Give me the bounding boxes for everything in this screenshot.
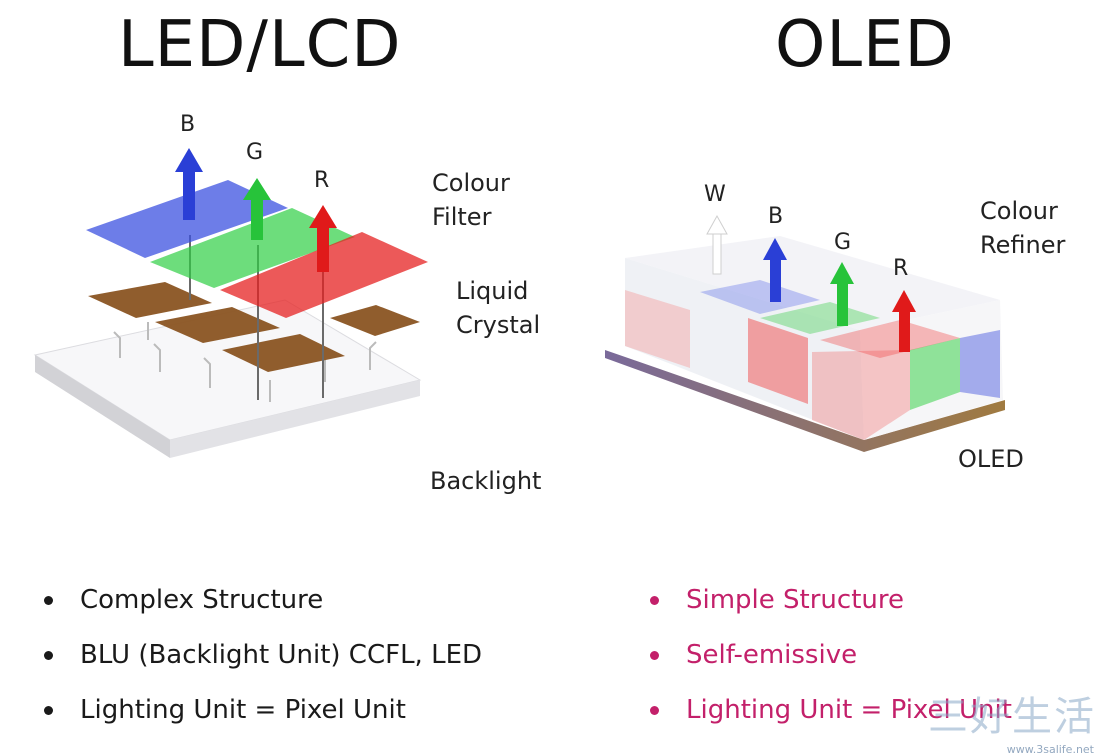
lcd-stack	[33, 148, 428, 458]
oled-subpixel-red-1	[625, 290, 690, 368]
filter-red	[220, 232, 428, 318]
lcd-arrow-g	[243, 178, 271, 240]
liquid-crystal-bars	[88, 282, 420, 372]
oled-bullet-item: Lighting Unit = Pixel Unit	[650, 692, 1012, 747]
oled-bullet-list: Simple Structure Self-emissive Lighting …	[650, 582, 1012, 747]
watermark-logo: 三好生活	[928, 694, 1096, 740]
colour-filter-label: Colour Filter	[432, 166, 510, 234]
oled-bullet-item: Self-emissive	[650, 637, 1012, 692]
oled-arrow-g	[830, 262, 854, 326]
oled-label-r: R	[893, 256, 909, 281]
colour-refiner-line2: Refiner	[980, 231, 1066, 259]
oled-arrow-w	[706, 214, 728, 275]
oled-bullet-item: Simple Structure	[650, 582, 1012, 637]
colour-filter-line1: Colour	[432, 169, 510, 197]
oled-layer-label: OLED	[958, 445, 1024, 473]
lcd-label-g: G	[246, 140, 264, 165]
liquid-crystal-line1: Liquid	[456, 277, 529, 305]
lcd-arrow-r	[309, 205, 337, 272]
oled-arrow-b	[763, 238, 787, 302]
lcd-label-r: R	[314, 168, 330, 193]
oled-label-b: B	[768, 204, 784, 229]
lcd-arrow-b	[175, 148, 203, 220]
liquid-crystal-label: Liquid Crystal	[456, 274, 540, 342]
oled-subpixel-blue	[960, 330, 1000, 398]
lcd-bullet-item: BLU (Backlight Unit) CCFL, LED	[44, 637, 482, 692]
oled-title: OLED	[775, 8, 955, 82]
liquid-crystal-line2: Crystal	[456, 311, 541, 339]
colour-filter-line2: Filter	[432, 203, 492, 231]
colour-refiner-label: Colour Refiner	[980, 194, 1065, 262]
backlight-label: Backlight	[430, 467, 542, 495]
lcd-bullet-item: Complex Structure	[44, 582, 482, 637]
lcd-bullet-item: Lighting Unit = Pixel Unit	[44, 692, 482, 747]
oled-stack	[605, 214, 1005, 452]
oled-subpixel-red-2	[748, 318, 808, 404]
colour-refiner-line1: Colour	[980, 197, 1058, 225]
lcd-bullet-list: Complex Structure BLU (Backlight Unit) C…	[44, 582, 482, 747]
oled-arrow-r	[892, 290, 916, 352]
oled-subpixel-green	[910, 338, 960, 410]
lcd-title: LED/LCD	[118, 8, 402, 82]
oled-label-g: G	[834, 230, 852, 255]
oled-label-w: W	[704, 182, 726, 207]
lcd-label-b: B	[180, 112, 196, 137]
light-stems	[113, 322, 377, 402]
watermark-url: www.3salife.net	[1006, 743, 1094, 756]
filter-green	[150, 208, 355, 288]
